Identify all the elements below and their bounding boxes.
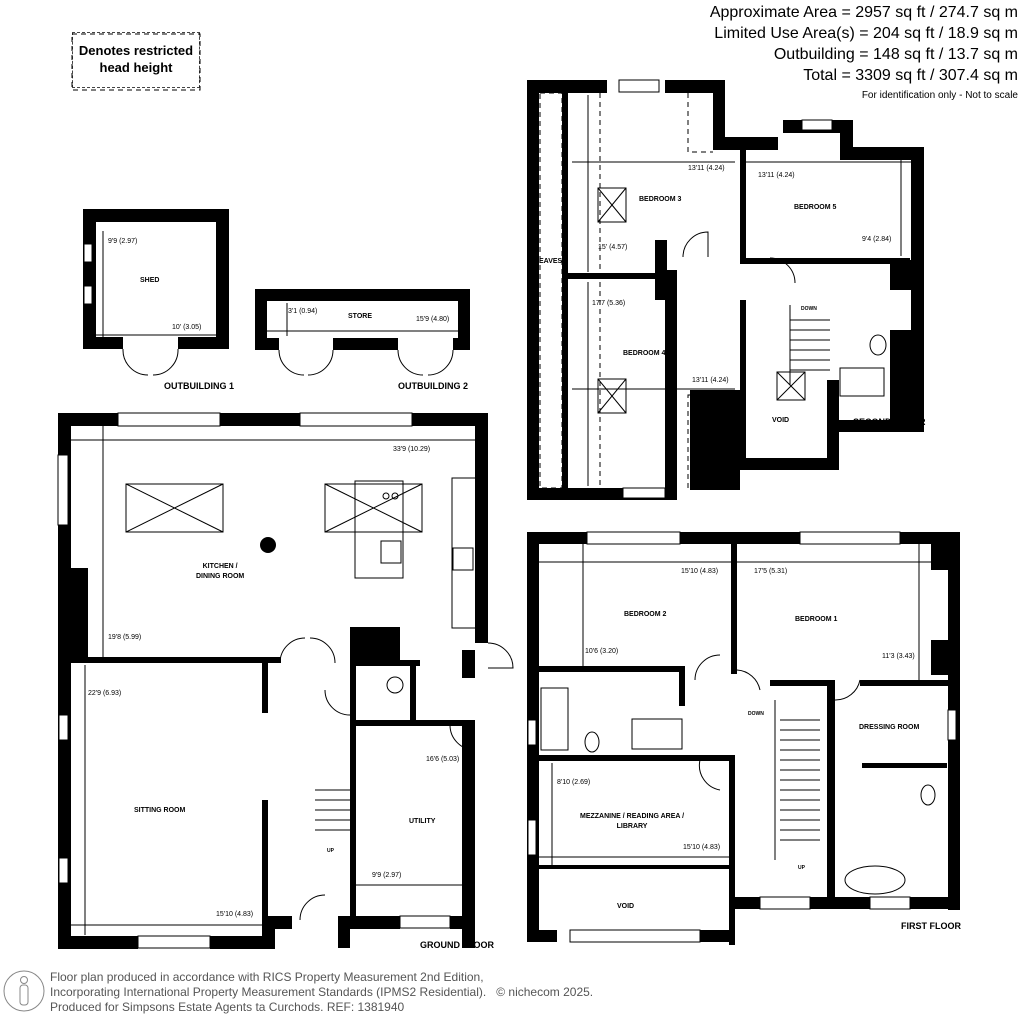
- footer-line-2: Incorporating International Property Mea…: [50, 985, 487, 999]
- legend-line-2: head height: [99, 60, 173, 75]
- room-label-mezzanine: MEZZANINE / READING AREA / LIBRARY: [580, 812, 684, 832]
- footer-copyright: © nichecom 2025.: [496, 985, 594, 999]
- limited-use-area: Limited Use Area(s) = 204 sq ft / 18.9 s…: [714, 25, 1018, 42]
- footer-line-1: Floor plan produced in accordance with R…: [50, 970, 484, 984]
- dim-bedroom-1-v: 11'3 (3.43): [882, 653, 915, 660]
- dim-bedroom-4-v: 17'7 (5.36): [592, 300, 626, 307]
- dim-bedroom-3-v: 15' (4.57): [598, 244, 628, 251]
- dim-utility-v: 16'6 (5.03): [426, 756, 460, 763]
- kitchen-label-line-2: DINING ROOM: [196, 573, 245, 580]
- stairs-up-label-ground: UP: [327, 848, 334, 854]
- room-label-eaves: EAVES: [539, 258, 563, 265]
- mezzanine-label-line-2: LIBRARY: [616, 823, 648, 830]
- outbuilding-area: Outbuilding = 148 sq ft / 13.7 sq m: [773, 46, 1018, 63]
- room-label-store: STORE: [348, 313, 372, 320]
- footer-line-3: Produced for Simpsons Estate Agents ta C…: [50, 1000, 405, 1014]
- scale-note: For identification only - Not to scale: [861, 90, 1018, 101]
- room-label-bedroom-1: BEDROOM 1: [795, 616, 838, 623]
- dim-bedroom-5-h: 13'11 (4.24): [758, 172, 795, 179]
- room-label-void-first: VOID: [617, 903, 635, 910]
- room-label-bedroom-4: BEDROOM 4: [623, 350, 666, 357]
- dim-bedroom-2-v: 10'6 (3.20): [585, 648, 619, 655]
- dim-bedroom-5-v: 9'4 (2.84): [862, 236, 892, 243]
- kitchen-label-line-1: KITCHEN /: [202, 563, 238, 570]
- ground-floor-label: GROUND FLOOR: [420, 940, 494, 950]
- footer-credits: Floor plan produced in accordance with R…: [50, 970, 593, 1015]
- first-floor-label: FIRST FLOOR: [901, 921, 961, 931]
- area-summary: Approximate Area = 2957 sq ft / 274.7 sq…: [710, 2, 1018, 104]
- dim-sitting-h: 15'10 (4.83): [216, 911, 254, 918]
- dim-bedroom-1-h: 17'5 (5.31): [754, 568, 788, 575]
- legend-line-1: Denotes restricted: [78, 43, 194, 58]
- dim-kitchen-v: 19'8 (5.99): [108, 634, 142, 641]
- dim-kitchen-h: 33'9 (10.29): [393, 446, 431, 453]
- room-label-bedroom-5: BEDROOM 5: [794, 204, 837, 211]
- room-label-shed: SHED: [140, 277, 160, 284]
- dim-store-v: 3'1 (0.94): [288, 308, 318, 315]
- mezzanine-label-line-1: MEZZANINE / READING AREA /: [580, 813, 685, 820]
- dim-shed-h: 10' (3.05): [172, 324, 202, 331]
- room-label-kitchen: KITCHEN / DINING ROOM: [196, 562, 244, 582]
- room-label-utility: UTILITY: [409, 818, 436, 825]
- dim-shed-v: 9'9 (2.97): [108, 238, 138, 245]
- stairs-up-label-first: UP: [798, 865, 805, 871]
- room-label-void-second: VOID: [772, 417, 790, 424]
- outbuilding-1-label: OUTBUILDING 1: [164, 381, 235, 391]
- second-floor-label: SECOND FLOOR: [853, 417, 926, 427]
- room-label-dressing: DRESSING ROOM: [859, 724, 920, 731]
- restricted-height-legend: Denotes restricted head height: [72, 32, 200, 88]
- dim-utility-h: 9'9 (2.97): [372, 872, 402, 879]
- dim-mezzanine-v: 8'10 (2.69): [557, 779, 591, 786]
- room-label-bedroom-2: BEDROOM 2: [624, 611, 667, 618]
- dim-bedroom-3-h: 13'11 (4.24): [688, 165, 725, 172]
- room-label-sitting: SITTING ROOM: [134, 807, 186, 814]
- dim-bedroom-4-h: 13'11 (4.24): [692, 377, 729, 384]
- dim-store-h: 15'9 (4.80): [416, 316, 450, 323]
- dim-sitting-v: 22'9 (6.93): [88, 690, 122, 697]
- stairs-down-label-second: DOWN: [801, 306, 817, 312]
- dim-bedroom-2-h: 15'10 (4.83): [681, 568, 719, 575]
- total-area: Total = 3309 sq ft / 307.4 sq m: [803, 67, 1018, 84]
- room-label-bedroom-3: BEDROOM 3: [639, 196, 682, 203]
- approximate-area: Approximate Area = 2957 sq ft / 274.7 sq…: [709, 4, 1018, 21]
- person-scale-icon: [3, 970, 45, 1012]
- dim-mezzanine-h: 15'10 (4.83): [683, 844, 721, 851]
- outbuilding-2-label: OUTBUILDING 2: [398, 381, 469, 391]
- stairs-down-label-first: DOWN: [748, 711, 764, 717]
